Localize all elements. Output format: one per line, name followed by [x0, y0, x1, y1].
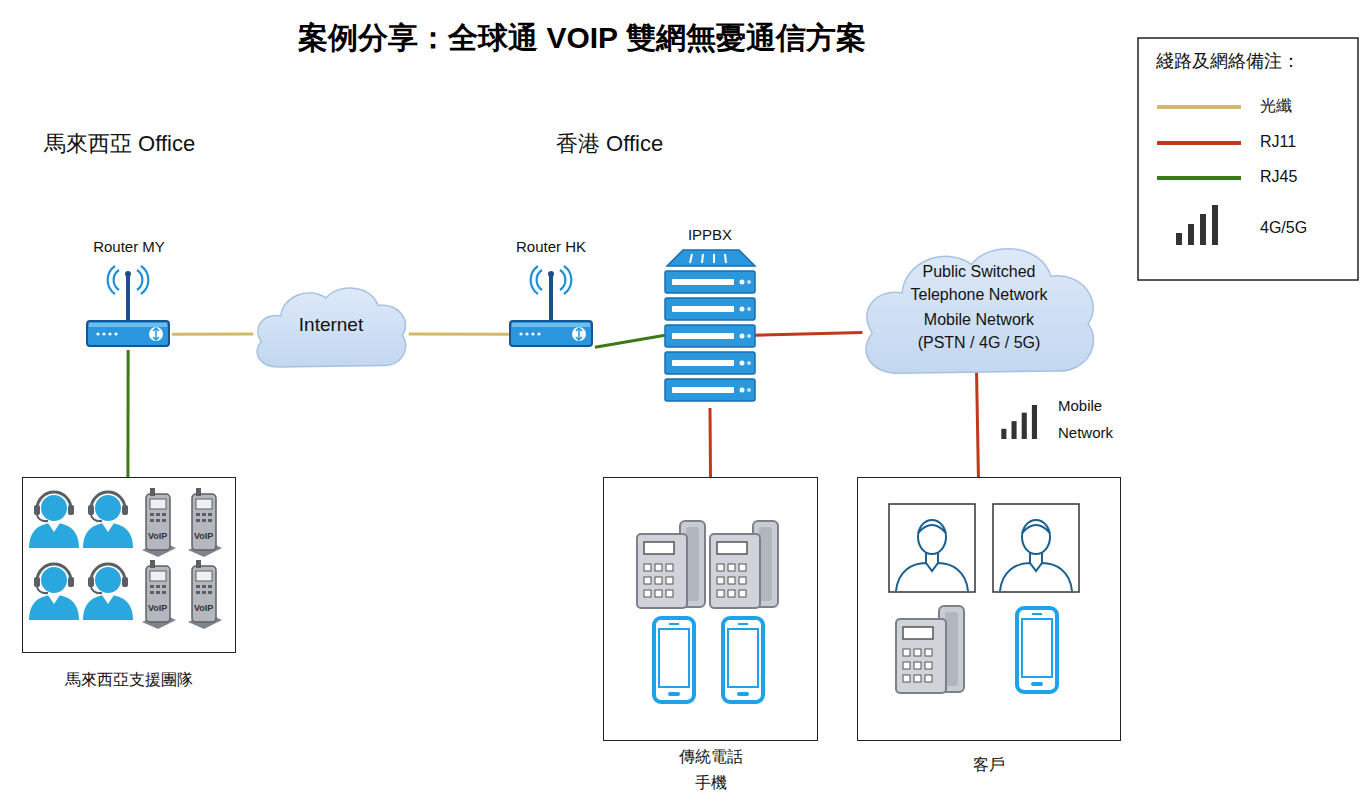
office-label: 香港 Office [556, 131, 663, 157]
customer-box: 客戶 [857, 477, 1121, 777]
phone-box: 傳統電話 手機 [603, 477, 818, 795]
box-frame [857, 477, 1121, 741]
node-label: Router MY [86, 238, 172, 256]
legend-swatch [1157, 176, 1241, 180]
legend-swatch [1157, 141, 1241, 145]
team-box: 馬來西亞支援團隊 [22, 477, 236, 692]
cable-line [595, 335, 665, 347]
router: Router HK [507, 238, 595, 350]
device-label: VoIP [148, 603, 167, 614]
edge-label: Mobile Network [1058, 392, 1128, 446]
cable-line [409, 333, 509, 336]
box-frame [603, 477, 818, 741]
office-label: 馬來西亞 Office [44, 131, 195, 157]
cable-line [126, 350, 129, 477]
box-caption: 傳統電話 手機 [674, 744, 748, 796]
node-label: IPPBX [660, 226, 760, 244]
diagram-title: 案例分享：全球通 VOIP 雙網無憂通信方案 [232, 20, 932, 56]
device-label: VoIP [194, 603, 213, 614]
box-caption: 客戶 [939, 754, 1039, 776]
network-cloud: Public Switched Telephone NetworkMobile … [855, 236, 1103, 378]
legend-text: RJ45 [1260, 167, 1297, 186]
node-label: Router HK [507, 238, 595, 256]
device-label: VoIP [194, 531, 213, 542]
cloud-shape [855, 236, 1103, 378]
router: Router MY [86, 238, 172, 350]
cable-line [709, 408, 713, 477]
cable-line [172, 333, 253, 336]
cloud-label: Internet [261, 311, 401, 339]
internet-cloud: Internet [250, 280, 412, 370]
cable-line [977, 371, 979, 477]
legend-swatch [1157, 105, 1241, 109]
device-label: VoIP [148, 531, 167, 542]
box-frame [22, 477, 236, 653]
cloud-label: Mobile Network (PSTN / 4G / 5G) [901, 308, 1057, 354]
box-caption: 馬來西亞支援團隊 [29, 669, 229, 691]
legend-text: RJ11 [1260, 132, 1296, 151]
ippbx-server: IPPBX [660, 226, 760, 408]
cable-line [755, 333, 862, 336]
legend-heading: 綫路及網絡備注： [1156, 51, 1300, 73]
legend-text: 4G/5G [1260, 218, 1307, 237]
legend-text: 光纖 [1260, 96, 1292, 115]
cloud-label: Public Switched Telephone Network [901, 260, 1057, 306]
